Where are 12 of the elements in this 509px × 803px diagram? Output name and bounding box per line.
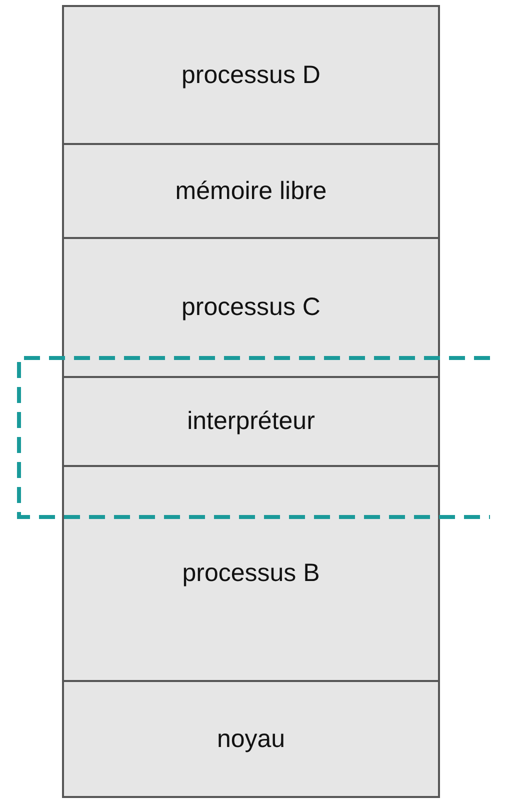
memory-segment (62, 376, 440, 467)
segment-label: mémoire libre (175, 176, 327, 206)
segment-label: processus B (182, 559, 320, 588)
memory-segment (62, 680, 440, 798)
memory-segment (62, 237, 440, 378)
memory-segment (62, 5, 440, 145)
segment-label: noyau (216, 724, 286, 754)
memory-segment (62, 143, 440, 239)
segment-label: interpréteur (187, 407, 315, 436)
memory-segment (62, 465, 440, 682)
segment-label: processus D (182, 60, 320, 90)
segment-label: processus C (182, 293, 320, 322)
